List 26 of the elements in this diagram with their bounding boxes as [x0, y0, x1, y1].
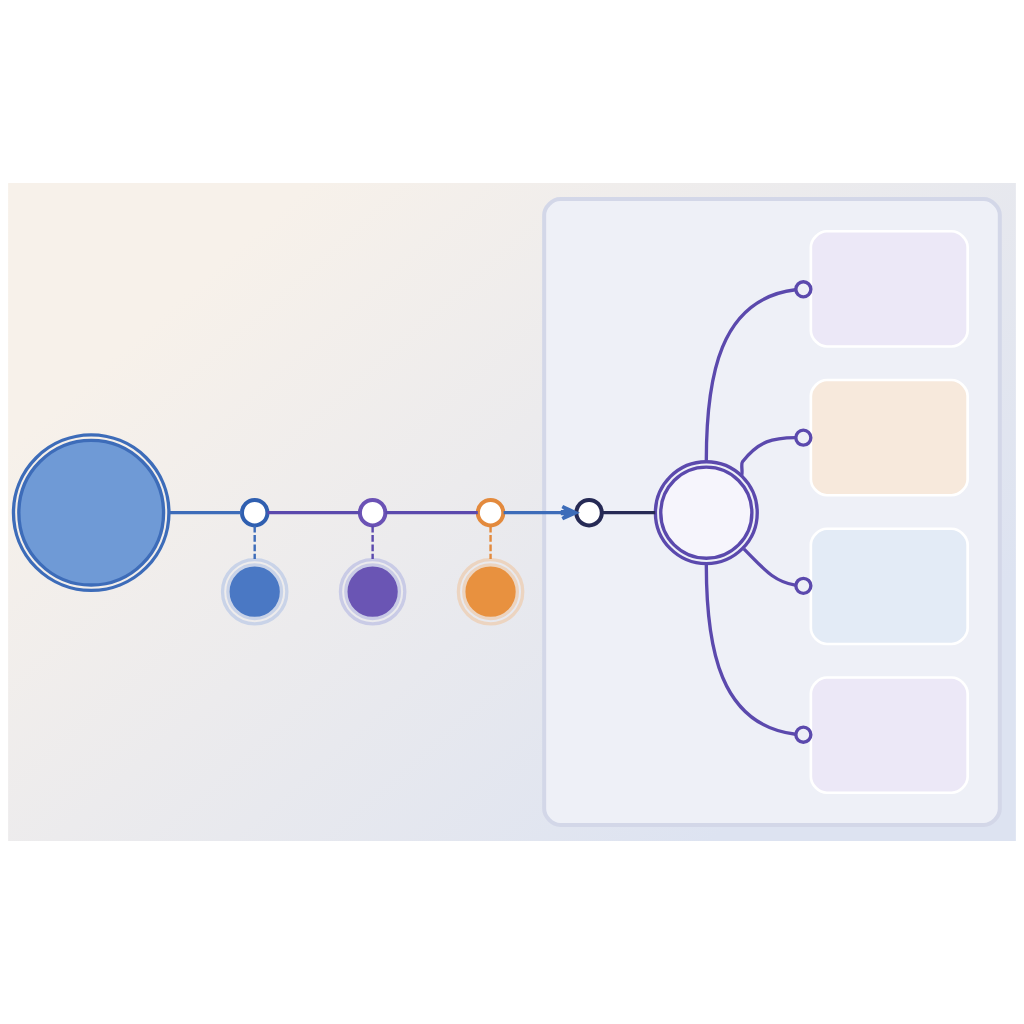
connector	[371, 525, 374, 559]
node-box	[809, 229, 969, 348]
connector	[601, 511, 656, 515]
node-box	[809, 378, 969, 497]
connector	[742, 547, 813, 595]
connector	[704, 280, 813, 461]
connector	[267, 511, 360, 515]
connector	[385, 511, 478, 515]
node-picture	[653, 460, 759, 566]
connector	[253, 525, 256, 559]
node-circle	[574, 497, 604, 528]
connector	[169, 511, 242, 515]
connector	[739, 428, 813, 477]
cluster	[542, 197, 1002, 827]
connector	[489, 525, 492, 559]
node-box	[809, 527, 969, 646]
node-box	[809, 676, 969, 795]
node-picture	[338, 557, 407, 626]
arrow	[503, 504, 578, 521]
node-circle	[475, 497, 506, 528]
node-picture	[220, 557, 289, 626]
node-circle	[357, 497, 388, 528]
node-circle	[239, 497, 270, 528]
connector	[704, 564, 813, 744]
node-picture	[11, 433, 171, 593]
node-picture	[456, 557, 525, 626]
